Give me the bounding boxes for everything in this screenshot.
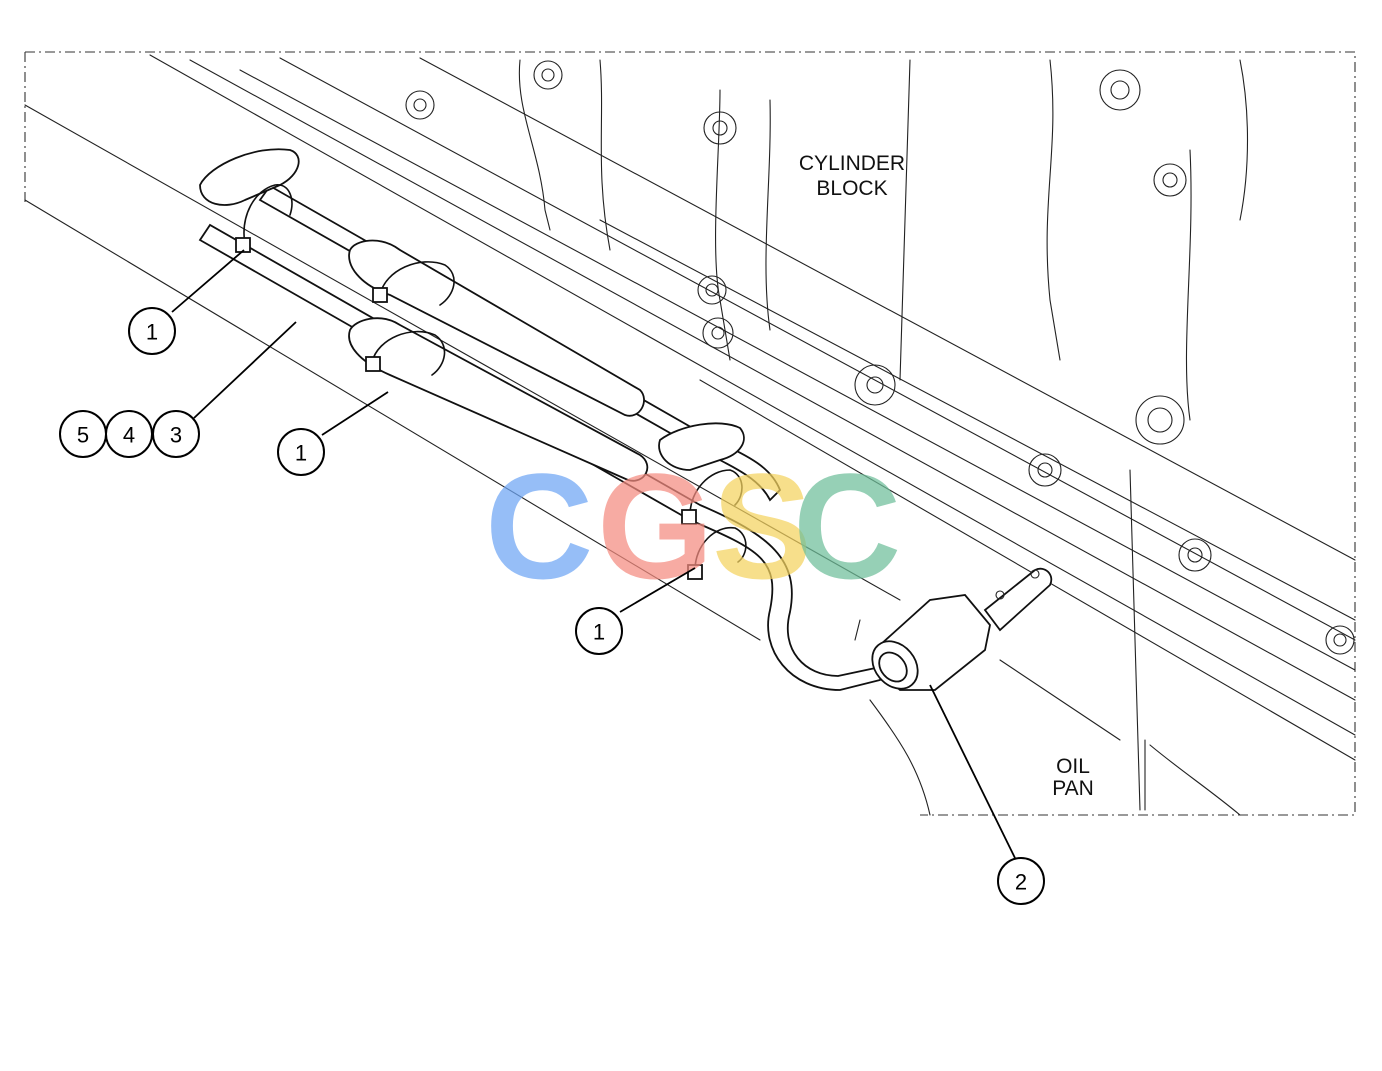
tube-assembly (198, 148, 1053, 691)
svg-text:C: C (485, 442, 593, 610)
callout-1-middle: 1 (277, 428, 325, 476)
label-oil-pan-line2: PAN (1052, 777, 1094, 800)
leader-lines (171, 249, 1016, 859)
callout-3: 3 (152, 410, 200, 458)
callout-number: 2 (1015, 870, 1027, 895)
callout-number: 1 (146, 320, 158, 345)
label-cylinder-block: CYLINDER BLOCK (799, 152, 905, 200)
svg-text:G: G (597, 442, 714, 610)
label-cylinder-block-line2: BLOCK (816, 177, 887, 200)
callout-number: 4 (123, 423, 135, 448)
svg-text:S: S (712, 442, 812, 610)
callout-1-top: 1 (128, 307, 176, 355)
callout-number: 5 (77, 423, 89, 448)
callout-1-lower: 1 (575, 607, 623, 655)
label-oil-pan-line1: OIL (1056, 755, 1090, 778)
label-oil-pan: OIL PAN (1052, 755, 1094, 800)
callout-5: 5 (59, 410, 107, 458)
view-frame (24, 51, 1356, 816)
callout-number: 1 (593, 620, 605, 645)
callout-number: 1 (295, 441, 307, 466)
watermark: C G S C (485, 442, 901, 610)
callout-2: 2 (997, 857, 1045, 905)
label-cylinder-block-line1: CYLINDER (799, 152, 905, 175)
callout-number: 3 (170, 423, 182, 448)
svg-text:C: C (793, 442, 901, 610)
engine-block-outline (24, 54, 1356, 816)
callout-4: 4 (105, 410, 153, 458)
